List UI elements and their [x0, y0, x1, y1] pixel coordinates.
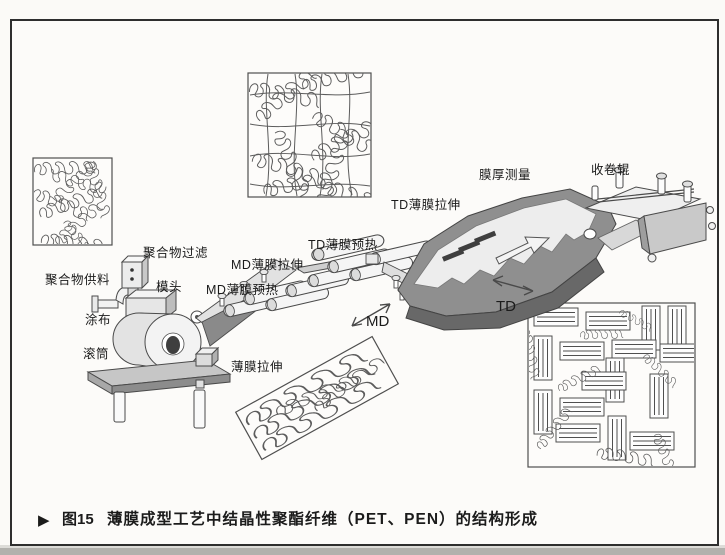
figure-caption: ▶ 图15 薄膜成型工艺中结晶性聚酯纤维（PET、PEN）的结构形成 — [38, 509, 538, 529]
label-winding-roller: 收卷辊 — [591, 162, 630, 177]
flow-direction-arrow — [495, 236, 551, 265]
label-md-direction: MD — [366, 313, 389, 330]
label-casting-drum: 滚筒 — [83, 346, 109, 361]
label-md-film-preheat: MD薄膜预热 — [206, 282, 278, 297]
label-polymer-feed: 聚合物供料 — [45, 272, 110, 287]
winder-film-sheet — [584, 186, 702, 222]
td-axis-arrow — [492, 275, 534, 296]
label-polymer-filter: 聚合物过滤 — [143, 245, 208, 260]
label-die-head: 模头 — [156, 280, 182, 294]
label-coating: 涂布 — [85, 312, 111, 327]
texture-box-crystalline-film — [527, 302, 696, 468]
winder-section — [583, 166, 716, 263]
label-thickness-measure: 膜厚测量 — [479, 168, 531, 182]
label-td-film-stretch: TD薄膜拉伸 — [391, 197, 461, 212]
label-td-direction: TD — [496, 298, 516, 315]
md-axis-arrow — [351, 303, 391, 327]
scan-edge-light — [0, 545, 725, 548]
roller-end-block — [365, 253, 379, 265]
machine-table — [86, 359, 232, 429]
feed-pipe — [97, 299, 119, 309]
table-block — [194, 346, 220, 368]
casting-drum — [112, 312, 202, 371]
scan-edge-shadow — [0, 548, 725, 555]
winder-body — [583, 202, 716, 263]
tenter-underside — [405, 257, 605, 331]
texture-box-amorphous-polymer — [32, 157, 113, 246]
tenter-film-surface — [413, 198, 597, 289]
texture-box-entangled-melt — [247, 72, 372, 198]
label-td-film-preheat: TD薄膜预热 — [308, 237, 378, 252]
winder-cross-bar — [597, 188, 695, 203]
label-film-stretch: 薄膜拉伸 — [231, 359, 283, 374]
extrusion-section — [86, 254, 232, 429]
md-stretch-section — [195, 233, 435, 347]
caption-text: 薄膜成型工艺中结晶性聚酯纤维（PET、PEN）的结构形成 — [107, 509, 538, 528]
texture-box-stretched-film — [234, 335, 400, 461]
caption-marker-icon: ▶ — [38, 512, 50, 529]
winder-guide-rollers — [591, 166, 693, 203]
tenter-vents — [442, 230, 497, 262]
direction-arrows — [351, 275, 534, 327]
diagram-labels: 聚合物过滤 聚合物供料 模头 涂布 滚筒 MD薄膜拉伸 MD薄膜预热 TD薄膜预… — [45, 162, 630, 374]
caption-number: 图15 — [62, 511, 94, 528]
tenter-section — [397, 188, 653, 331]
label-md-film-stretch: MD薄膜拉伸 — [231, 257, 303, 272]
feed-flange — [91, 295, 99, 313]
